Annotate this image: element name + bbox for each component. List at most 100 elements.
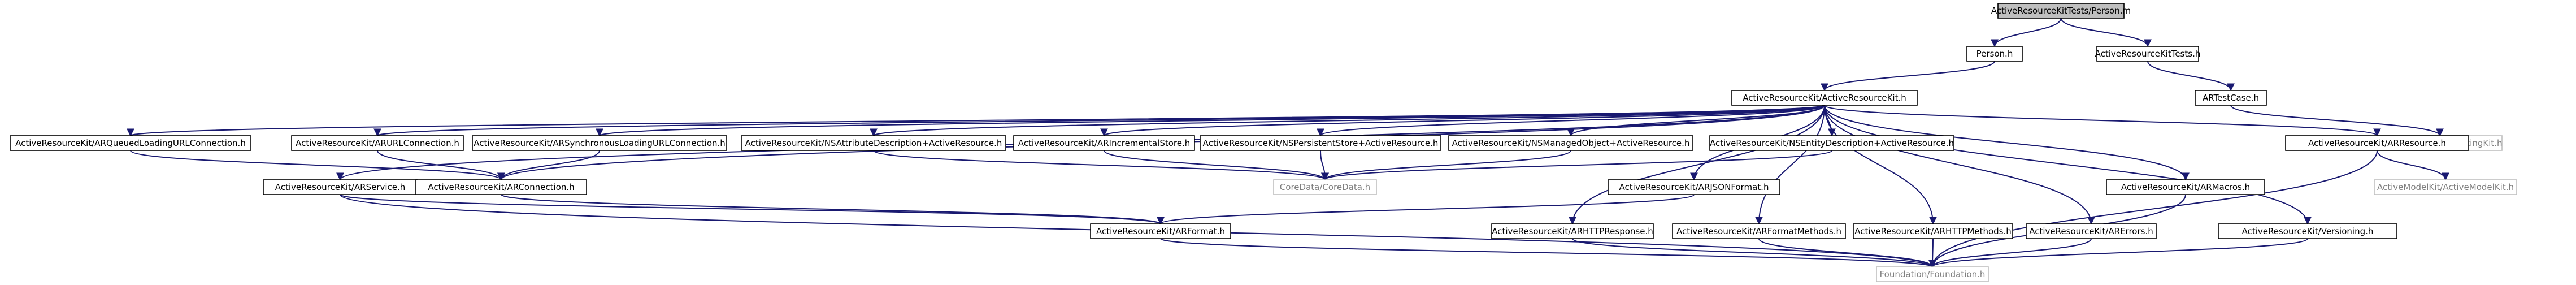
node-label: ActiveResourceKit/ARErrors.h (2029, 226, 2153, 236)
node-box (1608, 179, 1780, 195)
edge-arkit_h-to-nsattr (870, 105, 1825, 137)
edge-arkit_h-to-arerrors (1824, 105, 2095, 225)
node-arjson[interactable]: ActiveResourceKit/ARJSONFormat.h (1608, 179, 1780, 195)
node-label: ARTestCase.h (2203, 93, 2259, 103)
edge-arkit_h-to-arresource (1824, 105, 2381, 137)
node-label: ActiveResourceKit/NSAttributeDescription… (745, 138, 1002, 148)
edge-arkit_h-to-armacros (1824, 105, 2190, 181)
node-box (1709, 135, 1954, 151)
node-label: ActiveResourceKit/ActiveResourceKit.h (1743, 93, 1906, 103)
node-arerrors[interactable]: ActiveResourceKit/ARErrors.h (2026, 223, 2157, 239)
node-arformat[interactable]: ActiveResourceKit/ARFormat.h (1090, 223, 1231, 239)
edge-queued_conn-to-arconnection (130, 150, 505, 181)
node-arkit-tests-h[interactable]: ActiveResourceKitTests.h (2095, 46, 2201, 62)
edge-arconnection-to-arformat (501, 194, 1165, 225)
edge-httpresp-to-foundation (1572, 238, 1936, 268)
node-box (741, 135, 1006, 151)
edge-arformat-to-foundation (1160, 238, 1936, 268)
edge-artestcase_h-to-sentesting (2230, 105, 2444, 137)
node-box (1876, 266, 1989, 282)
node-arservice[interactable]: ActiveResourceKit/ARService.h (263, 179, 418, 195)
edge-arjson-to-arformat (1157, 194, 1695, 225)
node-box (1491, 223, 1654, 239)
edge-arservice-to-arformat (340, 194, 1165, 225)
node-label: ActiveResourceKit/ARURLConnection.h (296, 138, 459, 148)
node-arresource[interactable]: ActiveResourceKit/ARResource.h (2285, 135, 2469, 151)
node-box (291, 135, 464, 151)
edges-layer (127, 18, 2449, 268)
node-label: ActiveResourceKit/ARJSONFormat.h (1619, 182, 1769, 192)
node-httpmethods[interactable]: ActiveResourceKit/ARHTTPMethods.h (1853, 223, 2013, 239)
node-label: ActiveResourceKit/ARFormatMethods.h (1676, 226, 1841, 236)
edge-arkit_h-to-versioning (1824, 105, 2312, 225)
node-arkit-h[interactable]: ActiveResourceKit/ActiveResourceKit.h (1731, 90, 1918, 106)
node-box (2195, 90, 2267, 106)
node-label: CoreData/CoreData.h (1280, 182, 1370, 192)
node-incstore[interactable]: ActiveResourceKit/ARIncrementalStore.h (1013, 135, 1195, 151)
node-label: ActiveResourceKit/ARIncrementalStore.h (1018, 138, 1191, 148)
node-label: ActiveResourceKit/ARHTTPMethods.h (1854, 226, 2012, 236)
node-nsattr[interactable]: ActiveResourceKit/NSAttributeDescription… (741, 135, 1006, 151)
node-box (1013, 135, 1195, 151)
node-sync-conn[interactable]: ActiveResourceKit/ARSynchronousLoadingUR… (472, 135, 727, 151)
edge-arkit_h-to-sync_conn (596, 105, 1825, 137)
node-formatmethods[interactable]: ActiveResourceKit/ARFormatMethods.h (1672, 223, 1846, 239)
edge-arkit_tests_h-to-artestcase_h (2147, 61, 2235, 92)
node-box (2285, 135, 2469, 151)
node-label: ActiveResourceKit/Versioning.h (2242, 226, 2374, 236)
edge-formatmethods-to-foundation (1758, 238, 1936, 268)
edge-nsattr-to-coredata (873, 150, 1329, 181)
node-label: Foundation/Foundation.h (1880, 269, 1986, 279)
edge-person_m-to-person_h (1991, 18, 2062, 48)
node-armacros[interactable]: ActiveResourceKit/ARMacros.h (2106, 179, 2265, 195)
node-artestcase-h[interactable]: ARTestCase.h (2195, 90, 2267, 106)
edge-incstore-to-coredata (1104, 150, 1329, 181)
edge-arresource-to-activemodel (2377, 150, 2449, 181)
node-coredata: CoreData/CoreData.h (1273, 179, 1377, 195)
node-label: ActiveResourceKit/NSEntityDescription+Ac… (1710, 138, 1954, 148)
node-box (2096, 46, 2199, 62)
node-label: ActiveResourceKit/ARService.h (275, 182, 406, 192)
node-box (10, 135, 251, 151)
node-httpresp[interactable]: ActiveResourceKit/ARHTTPResponse.h (1491, 223, 1654, 239)
node-nsentity[interactable]: ActiveResourceKit/NSEntityDescription+Ac… (1709, 135, 1954, 151)
node-box (1997, 3, 2125, 19)
node-label: ActiveResourceKit/NSManagedObject+Active… (1452, 138, 1690, 148)
node-label: ActiveModelKit/ActiveModelKit.h (2377, 182, 2514, 192)
node-versioning[interactable]: ActiveResourceKit/Versioning.h (2218, 223, 2397, 239)
edge-arkit_h-to-httpmethods (1824, 105, 1937, 225)
node-person-m[interactable]: ActiveResourceKitTests/Person.m (1991, 3, 2131, 19)
node-activemodel: ActiveModelKit/ActiveModelKit.h (2374, 179, 2517, 195)
edge-arkit_h-to-httpresp (1569, 105, 1825, 225)
edge-arkit_h-to-incstore (1100, 105, 1825, 137)
node-box (1200, 135, 1441, 151)
edge-arkit_h-to-formatmethods (1755, 105, 1825, 225)
node-label: ActiveResourceKit/ARResource.h (2308, 138, 2446, 148)
edge-sync_conn-to-arconnection (497, 150, 600, 181)
node-nsmanaged[interactable]: ActiveResourceKit/NSManagedObject+Active… (1448, 135, 1693, 151)
node-box (1731, 90, 1918, 106)
node-url-conn[interactable]: ActiveResourceKit/ARURLConnection.h (291, 135, 464, 151)
node-label: ActiveResourceKit/ARFormat.h (1096, 226, 1225, 236)
node-box (1966, 46, 2023, 62)
node-box (1853, 223, 2013, 239)
node-arconnection[interactable]: ActiveResourceKit/ARConnection.h (415, 179, 587, 195)
node-box (472, 135, 727, 151)
node-box (1273, 179, 1377, 195)
node-box (2374, 179, 2517, 195)
node-box (1448, 135, 1693, 151)
node-person-h[interactable]: Person.h (1966, 46, 2023, 62)
node-label: ActiveResourceKit/ARMacros.h (2121, 182, 2250, 192)
node-label: ActiveResourceKit/ARConnection.h (428, 182, 574, 192)
node-label: ActiveResourceKit/ARQueuedLoadingURLConn… (15, 138, 246, 148)
node-nspersist[interactable]: ActiveResourceKit/NSPersistentStore+Acti… (1200, 135, 1441, 151)
edge-person_h-to-arkit_h (1821, 61, 1995, 92)
node-box (263, 179, 418, 195)
edge-arresource-to-foundation (1928, 150, 2378, 268)
node-label: ActiveResourceKitTests.h (2095, 49, 2201, 59)
node-label: ActiveResourceKit/ARSynchronousLoadingUR… (474, 138, 726, 148)
edge-nsmanaged-to-coredata (1321, 150, 1571, 181)
edge-person_m-to-arkit_tests_h (2060, 18, 2152, 48)
node-queued-conn[interactable]: ActiveResourceKit/ARQueuedLoadingURLConn… (10, 135, 251, 151)
